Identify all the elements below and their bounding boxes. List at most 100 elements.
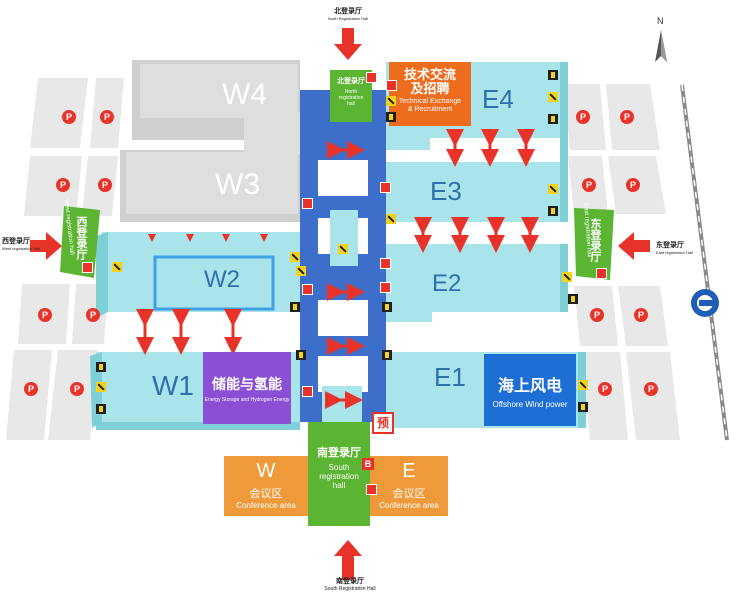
hall-label-e4[interactable]: E4 [482, 84, 514, 114]
parking-icon[interactable]: P [86, 308, 100, 322]
restroom-icon[interactable] [296, 350, 306, 360]
registration-south[interactable]: 南登录厅 South registration hall [308, 444, 370, 504]
elevator-icon[interactable] [548, 184, 558, 194]
hall-label-e2[interactable]: E2 [432, 270, 462, 297]
subway-icon [691, 289, 719, 317]
restroom-icon[interactable] [382, 350, 392, 360]
registration-east[interactable]: 东登录厅 [578, 214, 612, 276]
elevator-icon[interactable] [386, 96, 396, 106]
restroom-icon[interactable] [568, 294, 578, 304]
restroom-icon[interactable] [548, 114, 558, 124]
restroom-icon[interactable] [548, 206, 558, 216]
pre-registration-marker[interactable]: 预 [372, 412, 394, 434]
hall-label-w1[interactable]: W1 [152, 370, 194, 401]
parking-icon[interactable]: P [62, 110, 76, 124]
entrance-arrows [30, 28, 650, 580]
elevator-icon[interactable] [290, 252, 300, 262]
restroom-icon[interactable] [578, 402, 588, 412]
west-entrance-label: 西登录厅 West registration Hall [2, 236, 62, 251]
north-entrance-label: 北登录厅 North Registration Hall [312, 6, 384, 21]
w3-down-arrows [148, 234, 268, 242]
restroom-icon[interactable] [290, 302, 300, 312]
parking-icon[interactable]: P [70, 382, 84, 396]
elevator-icon[interactable] [578, 380, 588, 390]
parking-icon[interactable]: P [626, 178, 640, 192]
parking-icon[interactable]: P [644, 382, 658, 396]
restroom-icon[interactable] [382, 302, 392, 312]
elevator-icon[interactable] [96, 382, 106, 392]
elevator-icon[interactable] [112, 262, 122, 272]
hall-w2-block [102, 232, 300, 312]
parking-icon[interactable]: P [576, 110, 590, 124]
parking-icon[interactable]: P [100, 110, 114, 124]
south-ext-en: South Registration Hall [324, 586, 376, 592]
elevator-icon[interactable] [386, 214, 396, 224]
energy-storage-en: Energy Storage and Hydrogen Energy [204, 397, 290, 403]
conference-east[interactable]: E 会议区 Conference area [370, 456, 448, 516]
east-reg-cn: 东登录厅 [589, 218, 601, 262]
parking-icon[interactable]: P [56, 178, 70, 192]
railway-line [680, 84, 729, 441]
elevator-icon[interactable] [562, 272, 572, 282]
parking-icon[interactable]: P [582, 178, 596, 192]
hall-label-e3[interactable]: E3 [430, 176, 462, 206]
hall-label-w2[interactable]: W2 [204, 266, 240, 293]
elevator-icon[interactable] [338, 244, 348, 254]
exit-icon[interactable] [380, 258, 391, 269]
north-reg-en2: registration [338, 95, 364, 101]
exit-icon[interactable] [302, 386, 313, 397]
parking-icon[interactable]: P [620, 110, 634, 124]
exit-icon[interactable] [82, 262, 93, 273]
conf-west-cn: 会议区 [249, 488, 283, 500]
b-badge[interactable]: B [362, 458, 374, 470]
east-ext-cn: 东登录厅 [656, 242, 684, 249]
exit-icon[interactable] [380, 282, 391, 293]
south-ext-cn: 南登录厅 [336, 578, 364, 585]
exit-icon[interactable] [366, 72, 377, 83]
parking-icon[interactable]: P [98, 178, 112, 192]
restroom-icon[interactable] [548, 70, 558, 80]
conference-west[interactable]: W 会议区 Conference area [224, 456, 308, 516]
east-entrance-label: 东登录厅 East registration Hall [656, 240, 726, 255]
exit-icon[interactable] [386, 80, 397, 91]
parking-icon[interactable]: P [38, 308, 52, 322]
west-ext-en: West registration Hall [2, 246, 40, 251]
parking-icon[interactable]: P [24, 382, 38, 396]
exit-icon[interactable] [302, 198, 313, 209]
zone-energy-storage[interactable]: 储能与氢能 Energy Storage and Hydrogen Energy [203, 352, 291, 424]
energy-storage-cn: 储能与氢能 [212, 376, 282, 392]
conf-east-cn: 会议区 [392, 488, 426, 500]
hall-label-w3[interactable]: W3 [215, 168, 260, 201]
south-reg-cn: 南登录厅 [317, 447, 361, 459]
conf-east-letter: E [402, 460, 416, 482]
registration-north[interactable]: 北登录厅 North registration hall [330, 72, 372, 122]
restroom-icon[interactable] [96, 362, 106, 372]
restroom-icon[interactable] [96, 404, 106, 414]
hall-label-w4[interactable]: W4 [222, 78, 267, 111]
restroom-icon[interactable] [386, 112, 396, 122]
hall-label-e1[interactable]: E1 [434, 362, 466, 392]
south-reg-en2: registration [319, 472, 359, 481]
parking-icon[interactable]: P [590, 308, 604, 322]
zone-offshore-wind[interactable]: 海上风电 Offshore Wind power [484, 354, 576, 426]
exit-icon[interactable] [366, 484, 377, 495]
elevator-icon[interactable] [296, 266, 306, 276]
hall-w4-block [140, 64, 298, 118]
exit-icon[interactable] [596, 268, 607, 279]
exit-icon[interactable] [380, 182, 391, 193]
exit-icon[interactable] [302, 284, 313, 295]
registration-west[interactable]: 西登录厅 [64, 212, 98, 274]
parking-icon[interactable]: P [634, 308, 648, 322]
offshore-wind-en: Offshore Wind power [492, 400, 568, 409]
transfer-arrows [136, 129, 539, 409]
hall-e3-block [386, 162, 560, 222]
parking-icon[interactable]: P [598, 382, 612, 396]
north-reg-en1: North [344, 89, 358, 95]
zone-tech-exchange[interactable]: 技术交流 及招聘 Technical Exchange & Recruitmen… [389, 62, 471, 126]
conf-west-en: Conference area [236, 501, 296, 510]
east-ext-en: East registration Hall [656, 250, 693, 255]
north-ext-cn: 北登录厅 [334, 8, 362, 15]
elevator-icon[interactable] [548, 92, 558, 102]
